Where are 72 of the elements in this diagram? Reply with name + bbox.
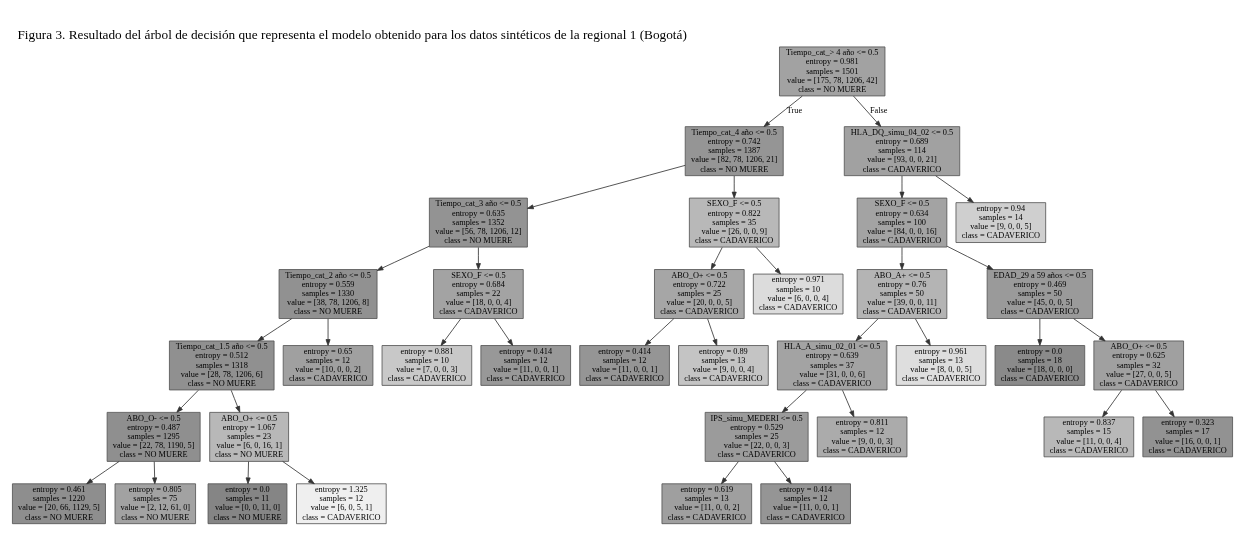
node-box: Tiempo_cat_1.5 año <= 0.5 entropy = 0.512 samples = 1318 value = [28, 78, 1206, 6] class = NO MUERE xyxy=(169,340,275,390)
node-box: ABO_A+ <= 0.5 entropy = 0.76 samples = 50 value = [39, 0, 0, 11] class = CADAVERICO xyxy=(856,268,948,319)
node-box: EDAD_29 a 59 años <= 0.5 entropy = 0.469 samples = 50 value = [45, 0, 0, 5] class = CADAVERICO xyxy=(986,268,1094,319)
node-box: entropy = 0.881 samples = 10 value = [7, 0, 0, 3] class = CADAVERICO xyxy=(381,344,473,386)
arrow xyxy=(899,246,905,270)
arrow xyxy=(781,389,807,413)
arrow xyxy=(230,389,241,413)
edge-label: True xyxy=(786,105,803,115)
node-box: entropy = 0.971 samples = 10 value = [6, 0, 0, 4] class = CADAVERICO xyxy=(752,273,844,314)
arrow xyxy=(855,317,879,341)
arrow xyxy=(494,317,514,346)
arrow xyxy=(755,246,781,274)
node-box: ABO_O+ <= 0.5 entropy = 0.625 samples = 32 value = [27, 0, 0, 5] class = CADAVERICO xyxy=(1093,340,1184,390)
arrow xyxy=(86,460,120,484)
node-box: HLA_DQ_simu_04_02 <= 0.5 entropy = 0.689 samples = 114 value = [93, 0, 0, 21] class = CADAVERICO xyxy=(843,125,961,176)
node-box: Tiempo_cat_> 4 año <= 0.5 entropy = 0.981 samples = 1501 value = [175, 78, 1206, 42] class = NO MUERE xyxy=(779,46,886,96)
arrow xyxy=(527,164,686,209)
arrow xyxy=(946,245,994,270)
arrow xyxy=(257,317,293,341)
node-box: Tiempo_cat_3 año <= 0.5 entropy = 0.635 samples = 1352 value = [56, 78, 1206, 12] class = NO MUERE xyxy=(428,197,528,247)
node-box: entropy = 0.414 samples = 12 value = [11, 0, 0, 1] class = CADAVERICO xyxy=(579,344,670,386)
edge-label: False xyxy=(869,105,888,115)
node-box: entropy = 0.461 samples = 1220 value = [20, 66, 1129, 5] class = NO MUERE xyxy=(12,482,106,524)
arrow xyxy=(1155,389,1175,417)
arrow xyxy=(644,317,675,346)
node-box: Tiempo_cat_4 año <= 0.5 entropy = 0.742 samples = 1387 value = [82, 78, 1206, 21] class = NO MUERE xyxy=(684,125,784,176)
arrow xyxy=(475,246,481,270)
diagram-title: Figura 3. Resultado del árbol de decisión que representa el modelo obtenido para los datos sintéticos de la regional 1 (Bogotá) xyxy=(17,26,687,42)
arrow xyxy=(176,389,199,413)
arrow xyxy=(710,246,723,270)
node-box: IPS_simu_MEDERI <= 0.5 entropy = 0.529 samples = 25 value = [22, 0, 0, 3] class = CADAVERICO xyxy=(704,411,809,462)
node-box: entropy = 0.414 samples = 12 value = [11, 0, 0, 1] class = CADAVERICO xyxy=(760,482,851,524)
node-box: entropy = 0.94 samples = 14 value = [9, 0, 0, 5] class = CADAVERICO xyxy=(955,201,1047,243)
arrow xyxy=(152,460,158,484)
arrow xyxy=(282,460,315,484)
arrow xyxy=(774,460,792,484)
arrow xyxy=(707,317,718,346)
arrow xyxy=(899,175,905,198)
arrow xyxy=(325,317,331,346)
node-box: entropy = 0.323 samples = 17 value = [16, 0, 0, 1] class = CADAVERICO xyxy=(1142,416,1233,457)
node-box: SEXO_F <= 0.5 entropy = 0.634 samples = 100 value = [84, 0, 0, 16] class = CADAVERICO xyxy=(856,197,948,247)
arrow xyxy=(1073,317,1106,341)
arrow xyxy=(245,460,251,484)
arrow xyxy=(1102,389,1122,417)
node-box: ABO_O+ <= 0.5 entropy = 1.067 samples = 23 value = [6, 0, 16, 1] class = NO MUERE xyxy=(209,411,289,462)
node-box: entropy = 0.961 samples = 13 value = [8, 0, 0, 5] class = CADAVERICO xyxy=(895,344,987,386)
node-box: ABO_O- <= 0.5 entropy = 0.487 samples = 1295 value = [22, 78, 1190, 5] class = NO MUERE xyxy=(106,411,201,462)
node-box: SEXO_F <= 0.5 entropy = 0.822 samples = 35 value = [26, 0, 0, 9] class = CADAVERICO xyxy=(688,197,780,247)
arrow xyxy=(731,175,737,198)
arrow xyxy=(440,317,462,346)
arrow xyxy=(763,95,803,127)
node-box: SEXO_F <= 0.5 entropy = 0.684 samples = 22 value = [18, 0, 0, 4] class = CADAVERICO xyxy=(433,268,524,319)
arrow xyxy=(842,389,855,417)
node-box: entropy = 0.414 samples = 12 value = [11, 0, 0, 1] class = CADAVERICO xyxy=(480,344,571,386)
node-box: HLA_A_simu_02_01 <= 0.5 entropy = 0.639 samples = 37 value = [31, 0, 0, 6] class = CADAVERICO xyxy=(777,340,888,390)
arrow xyxy=(721,460,739,484)
node-box: entropy = 0.837 samples = 15 value = [11, 0, 0, 4] class = CADAVERICO xyxy=(1043,416,1135,457)
node-box: entropy = 0.0 samples = 18 value = [18, 0, 0, 0] class = CADAVERICO xyxy=(994,344,1086,386)
node-box: entropy = 0.811 samples = 12 value = [9, 0, 0, 3] class = CADAVERICO xyxy=(816,416,908,457)
node-box: entropy = 0.65 samples = 12 value = [10, 0, 0, 2] class = CADAVERICO xyxy=(282,344,374,386)
node-box: entropy = 0.89 samples = 13 value = [9, 0, 0, 4] class = CADAVERICO xyxy=(678,344,769,386)
node-box: entropy = 0.805 samples = 75 value = [2, 12, 61, 0] class = NO MUERE xyxy=(114,482,196,524)
arrow xyxy=(915,317,931,346)
node-box: entropy = 0.0 samples = 11 value = [0, 0, 11, 0] class = NO MUERE xyxy=(207,482,288,524)
arrow xyxy=(935,174,974,203)
arrow xyxy=(376,245,430,271)
node-box: ABO_O+ <= 0.5 entropy = 0.722 samples = 25 value = [20, 0, 0, 5] class = CADAVERICO xyxy=(654,268,745,319)
node-box: entropy = 0.619 samples = 13 value = [11, 0, 0, 2] class = CADAVERICO xyxy=(661,482,753,524)
node-box: Tiempo_cat_2 año <= 0.5 entropy = 0.559 samples = 1330 value = [38, 78, 1206, 8] class = NO MUERE xyxy=(278,268,378,319)
node-box: entropy = 1.325 samples = 12 value = [6, 0, 5, 1] class = CADAVERICO xyxy=(296,482,387,524)
arrow xyxy=(1037,317,1043,346)
arrow xyxy=(853,95,882,127)
